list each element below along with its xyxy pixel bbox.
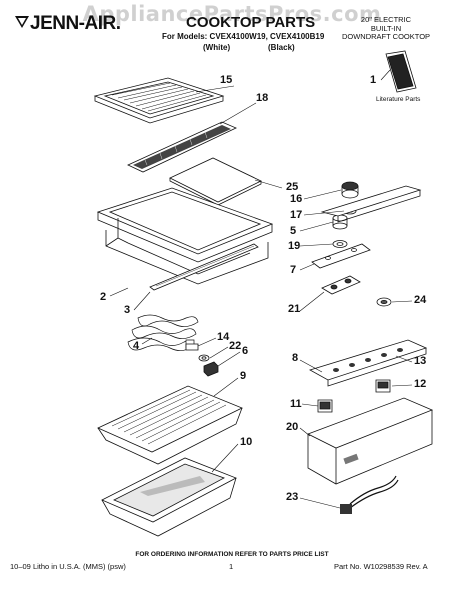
part-trim-strip <box>150 244 258 290</box>
part-literature-booklet <box>386 51 416 92</box>
page-title: COOKTOP PARTS <box>186 14 316 31</box>
models-line: For Models: CVEX4100W19, CVEX4100B19 <box>162 32 325 41</box>
callout-6: 6 <box>242 345 249 357</box>
jenn-air-logo-mark-icon <box>15 16 29 28</box>
part-switch <box>376 380 390 392</box>
part-power-cord <box>340 476 398 514</box>
part-grease-pan <box>102 458 236 536</box>
page-number: 1 <box>229 562 234 571</box>
ordering-notice: FOR ORDERING INFORMATION REFER TO PARTS … <box>135 551 329 558</box>
callout-14: 14 <box>217 331 230 343</box>
callout-7: 7 <box>290 264 297 276</box>
callout-25: 25 <box>286 181 299 193</box>
part-control-panel <box>322 186 420 222</box>
part-knob-insert <box>333 215 347 229</box>
callout-18: 18 <box>256 92 269 104</box>
callout-20: 20 <box>286 421 299 433</box>
litho-info: 10–09 Litho in U.S.A. (MMS) (psw) <box>10 562 126 571</box>
part-drip-tray <box>98 386 242 464</box>
part-control-box <box>308 398 432 484</box>
literature-parts-label: Literature Parts <box>376 96 421 103</box>
brand-name: JENN-AIR. <box>30 13 121 34</box>
part-receptacle <box>204 362 218 376</box>
callout-21: 21 <box>288 303 301 315</box>
part-knob-bezel <box>333 241 347 248</box>
variant-black: (Black) <box>268 43 295 52</box>
part-number: Part No. W10298539 Rev. A <box>334 562 428 571</box>
callout-23: 23 <box>286 491 299 503</box>
product-type-line-1: 20" ELECTRIC <box>360 15 412 24</box>
product-type-line-2: BUILT-IN <box>370 23 402 33</box>
part-grill-element <box>128 122 236 172</box>
callout-19: 19 <box>288 240 301 252</box>
callout-5: 5 <box>290 225 297 237</box>
callout-1: 1 <box>370 74 377 86</box>
callout-22: 22 <box>229 340 242 352</box>
callout-17: 17 <box>290 209 303 221</box>
callout-16: 16 <box>290 193 303 205</box>
leader-lines <box>110 70 412 508</box>
product-type-line-3: DOWNDRAFT COOKTOP <box>341 32 431 41</box>
callout-4: 4 <box>133 340 140 352</box>
part-switch-plate <box>312 244 370 268</box>
part-grommet <box>199 355 209 361</box>
variant-white: (White) <box>203 43 231 52</box>
part-infinite-switch-panel <box>310 340 426 386</box>
callout-10: 10 <box>240 436 253 448</box>
part-control-knob <box>342 182 358 198</box>
product-type: 20" ELECTRIC BUILT-IN DOWNDRAFT COOKTOP <box>336 15 436 42</box>
callout-8: 8 <box>292 352 299 364</box>
part-terminal-block <box>186 344 198 350</box>
part-small-grommet <box>377 298 391 306</box>
callout-24: 24 <box>414 294 427 306</box>
callout-15: 15 <box>220 74 233 86</box>
callout-9: 9 <box>240 370 247 382</box>
callout-11: 11 <box>290 398 302 410</box>
part-mounting-bracket <box>322 276 360 294</box>
callout-13: 13 <box>414 355 427 367</box>
part-grill-grate <box>95 78 223 123</box>
callout-12: 12 <box>414 378 427 390</box>
callout-3: 3 <box>124 304 131 316</box>
callout-2: 2 <box>100 291 107 303</box>
part-relay <box>318 400 332 412</box>
part-cooktop-frame <box>98 188 272 284</box>
